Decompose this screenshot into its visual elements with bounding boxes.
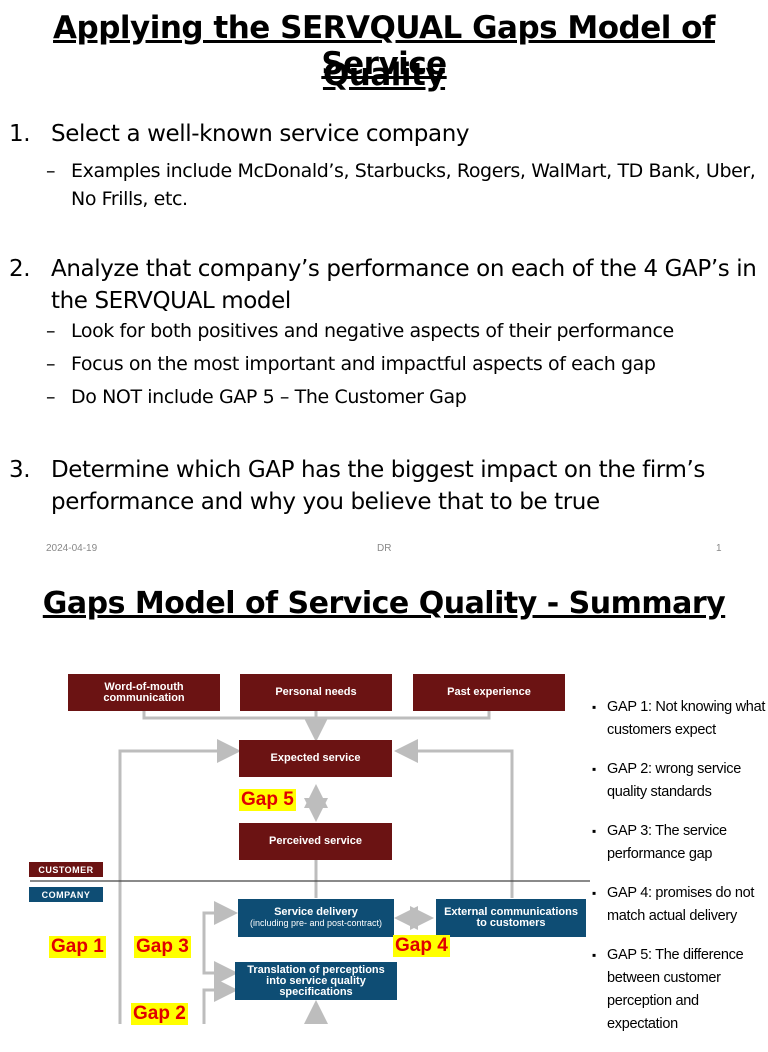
gap-definition-item: ▪GAP 1: Not knowing what customers expec… [592, 699, 766, 738]
gap-definition-text: GAP 5: The difference between customer p… [607, 947, 744, 1032]
gap-5-label: Gap 5 [239, 789, 296, 811]
sub-item-text: Focus on the most important and impactfu… [71, 353, 656, 375]
list-item-number: 1. [9, 121, 31, 147]
slide-2: Gaps Model of Service Quality - Summary [0, 568, 768, 1032]
dash-bullet: – [46, 160, 56, 182]
list-item-number: 2. [9, 256, 31, 282]
past-experience-box: Past experience [413, 674, 565, 711]
slide-1-title-line-2: Quality [322, 57, 446, 93]
gap-3-label: Gap 3 [134, 936, 191, 958]
gap-2-label: Gap 2 [131, 1003, 188, 1025]
external-communications-box: External communications to customers [436, 899, 586, 937]
slide-1-title-line-1: Applying the SERVQUAL Gaps Model of Serv… [53, 10, 715, 82]
gap-definition-text: GAP 1: Not knowing what customers expect [607, 699, 766, 738]
sub-item-text: Do NOT include GAP 5 – The Customer Gap [71, 386, 467, 408]
service-delivery-label: Service delivery [274, 906, 358, 918]
sub-item-text: Look for both positives and negative asp… [71, 320, 674, 342]
gap-definition-text: GAP 4: promises do not match actual deli… [607, 885, 755, 924]
word-of-mouth-box: Word-of-mouth communication [68, 674, 220, 711]
gap-definition-item: ▪GAP 4: promises do not match actual del… [592, 885, 755, 924]
list-item-text: Determine which GAP has the biggest impa… [51, 457, 705, 515]
gap-4-label: Gap 4 [393, 935, 450, 957]
service-delivery-sublabel: (including pre- and post-contract) [249, 918, 383, 928]
diagram-connectors [30, 711, 590, 1024]
footer-author: DR [377, 543, 392, 554]
gap-definition-item: ▪GAP 5: The difference between customer … [592, 947, 744, 1032]
personal-needs-box: Personal needs [240, 674, 392, 711]
slide-2-title: Gaps Model of Service Quality - Summary [42, 586, 726, 621]
translation-box: Translation of perceptions into service … [235, 962, 397, 1000]
list-item-number: 3. [9, 457, 31, 483]
customer-label: CUSTOMER [29, 862, 103, 877]
dash-bullet: – [46, 320, 56, 342]
gap-definition-item: ▪GAP 3: The service performance gap [592, 823, 727, 862]
service-delivery-box: Service delivery (including pre- and pos… [238, 899, 394, 937]
dash-bullet: – [46, 353, 56, 375]
perceived-service-box: Perceived service [239, 823, 392, 860]
footer-date: 2024-04-19 [46, 543, 98, 554]
sub-item-text: Examples include McDonald’s, Starbucks, … [71, 160, 756, 210]
gap-definition-text: GAP 3: The service performance gap [607, 823, 727, 862]
company-label: COMPANY [29, 887, 103, 902]
slide-1: Applying the SERVQUAL Gaps Model of Serv… [9, 10, 757, 554]
expected-service-box: Expected service [239, 740, 392, 777]
list-item-text: Analyze that company’s performance on ea… [51, 256, 757, 314]
list-item-text: Select a well-known service company [51, 121, 470, 147]
gap-definitions-list: ▪GAP 1: Not knowing what customers expec… [590, 696, 768, 1052]
gap-definition-item: ▪GAP 2: wrong service quality standards [592, 761, 741, 800]
footer-page-number: 1 [716, 543, 722, 554]
gap-definition-text: GAP 2: wrong service quality standards [607, 761, 741, 800]
gap-1-label: Gap 1 [49, 936, 106, 958]
dash-bullet: – [46, 386, 56, 408]
